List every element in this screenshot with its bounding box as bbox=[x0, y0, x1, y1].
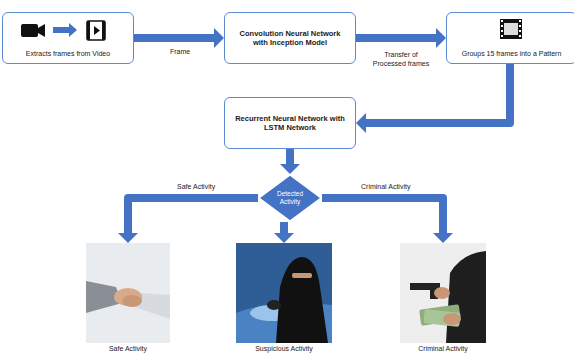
arrow-head bbox=[118, 233, 138, 243]
process-box: Recurrent Neural Network with LSTM Netwo… bbox=[224, 97, 356, 149]
connector-line bbox=[128, 198, 258, 233]
image-caption: Criminal Activity bbox=[400, 345, 486, 353]
arrow-head bbox=[280, 164, 300, 174]
connector-line bbox=[134, 34, 214, 42]
arrow-head bbox=[356, 113, 366, 133]
arrow-head bbox=[274, 233, 294, 243]
input-box: Extracts frames from Video bbox=[2, 12, 134, 64]
flow-arrow bbox=[356, 28, 446, 48]
flow-arrow bbox=[274, 222, 294, 243]
flow-arrow bbox=[118, 198, 258, 243]
outcome-image: Criminal Activity bbox=[400, 243, 486, 355]
arrow-head bbox=[433, 233, 453, 243]
outcome-image: Safe Activity bbox=[86, 243, 170, 355]
connector-line bbox=[366, 64, 510, 123]
flow-arrow bbox=[134, 28, 224, 48]
robbery-photo bbox=[400, 243, 486, 343]
process-box: Groups 15 frames into a Pattern bbox=[446, 12, 574, 64]
decision-diamond: Detected Activity bbox=[258, 174, 322, 222]
connector-line bbox=[322, 198, 443, 233]
edge-label: Frame bbox=[169, 48, 191, 57]
thief-photo bbox=[236, 243, 332, 343]
video-icons bbox=[3, 13, 135, 47]
film-icon bbox=[447, 13, 574, 45]
flow-arrow bbox=[280, 149, 300, 174]
arrow-head bbox=[436, 28, 446, 48]
edge-label: Transfer of Processed frames bbox=[368, 51, 434, 69]
connector-line bbox=[286, 149, 294, 164]
flow-arrow bbox=[356, 64, 510, 133]
edge-label: Criminal Activity bbox=[360, 183, 411, 192]
node-text: Detected Activity bbox=[273, 190, 307, 206]
process-box: Convolution Neural Network with Inceptio… bbox=[224, 12, 356, 64]
node-text: Convolution Neural Network with Inceptio… bbox=[233, 29, 347, 47]
arrow-head bbox=[214, 28, 224, 48]
connector-line bbox=[356, 34, 436, 42]
flow-arrow bbox=[322, 198, 453, 243]
connector-line bbox=[280, 222, 288, 233]
node-text: Recurrent Neural Network with LSTM Netwo… bbox=[233, 114, 347, 132]
handshake-photo bbox=[86, 243, 170, 343]
outcome-image: Suspicious Activity bbox=[236, 243, 332, 355]
image-caption: Safe Activity bbox=[86, 345, 170, 353]
node-text: Groups 15 frames into a Pattern bbox=[462, 50, 562, 58]
image-caption: Suspicious Activity bbox=[236, 345, 332, 353]
edge-label: Safe Activity bbox=[176, 183, 216, 192]
node-text: Extracts frames from Video bbox=[26, 50, 110, 58]
